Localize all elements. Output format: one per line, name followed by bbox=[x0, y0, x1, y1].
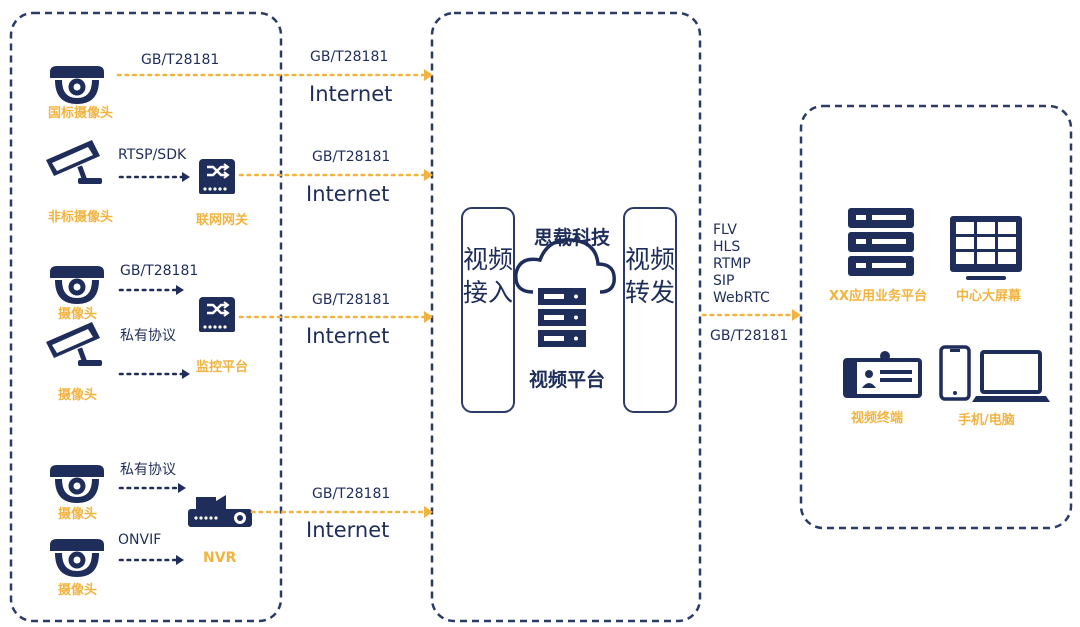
video-wall-icon bbox=[950, 216, 1022, 280]
company-name: 思载科技 bbox=[534, 227, 611, 249]
target-label: 中心大屏幕 bbox=[956, 289, 1022, 304]
access-box bbox=[461, 207, 515, 413]
gateway-icon bbox=[197, 157, 237, 196]
monitor-platform-icon bbox=[197, 295, 237, 334]
output-protocol: HLS bbox=[713, 239, 741, 255]
device-protocol-label: ONVIF bbox=[118, 532, 162, 548]
gateway-label: NVR bbox=[203, 550, 237, 566]
device-protocol-label: GB/T28181 bbox=[141, 52, 220, 68]
nvr-icon bbox=[188, 495, 252, 527]
device-protocol-label: GB/T28181 bbox=[120, 263, 199, 279]
gateway-label: 联网网关 bbox=[196, 213, 249, 228]
output-protocol-gb: GB/T28181 bbox=[710, 328, 789, 344]
camera-icon bbox=[50, 465, 104, 503]
device-label: 摄像头 bbox=[58, 583, 98, 598]
device-protocol-label: 私有协议 bbox=[120, 328, 176, 344]
forward-box bbox=[623, 207, 677, 413]
device-label: 非标摄像头 bbox=[48, 210, 114, 225]
bullet-camera-icon bbox=[46, 322, 102, 366]
device-label: 摄像头 bbox=[58, 388, 98, 403]
link-protocol-label: GB/T28181 bbox=[312, 149, 391, 165]
right-panel bbox=[799, 104, 1073, 530]
link-protocol-label: GB/T28181 bbox=[312, 486, 391, 502]
video-terminal-icon bbox=[843, 351, 922, 398]
device-protocol-label: 私有协议 bbox=[120, 462, 176, 478]
gateway-label: 监控平台 bbox=[196, 360, 249, 375]
output-protocol: SIP bbox=[713, 273, 735, 289]
target-label: XX应用业务平台 bbox=[829, 289, 928, 304]
target-label: 视频终端 bbox=[851, 411, 904, 426]
platform-label: 视频平台 bbox=[529, 369, 606, 391]
output-protocol: WebRTC bbox=[713, 290, 770, 306]
device-label: 摄像头 bbox=[58, 507, 98, 522]
device-label: 摄像头 bbox=[58, 307, 98, 322]
output-protocol: RTMP bbox=[713, 256, 751, 272]
cloud-server-icon bbox=[514, 238, 616, 347]
camera-icon bbox=[50, 266, 104, 304]
output-protocol: FLV bbox=[713, 222, 737, 238]
gb-camera-icon bbox=[50, 66, 104, 104]
camera-icon bbox=[50, 539, 104, 577]
server-rack-icon bbox=[848, 208, 914, 276]
forward-label: 视频转发 bbox=[625, 245, 676, 307]
link-network-label: Internet bbox=[306, 182, 390, 206]
bullet-camera-icon bbox=[46, 140, 102, 184]
link-protocol-label: GB/T28181 bbox=[310, 49, 389, 65]
device-protocol-label: RTSP/SDK bbox=[118, 147, 187, 163]
phone-laptop-icon bbox=[939, 345, 1050, 402]
link-protocol-label: GB/T28181 bbox=[312, 292, 391, 308]
access-label: 视频接入 bbox=[463, 245, 514, 307]
link-network-label: Internet bbox=[306, 518, 390, 542]
target-label: 手机/电脑 bbox=[958, 413, 1015, 428]
device-label: 国标摄像头 bbox=[48, 106, 114, 121]
link-network-label: Internet bbox=[306, 324, 390, 348]
link-network-label: Internet bbox=[309, 82, 393, 106]
